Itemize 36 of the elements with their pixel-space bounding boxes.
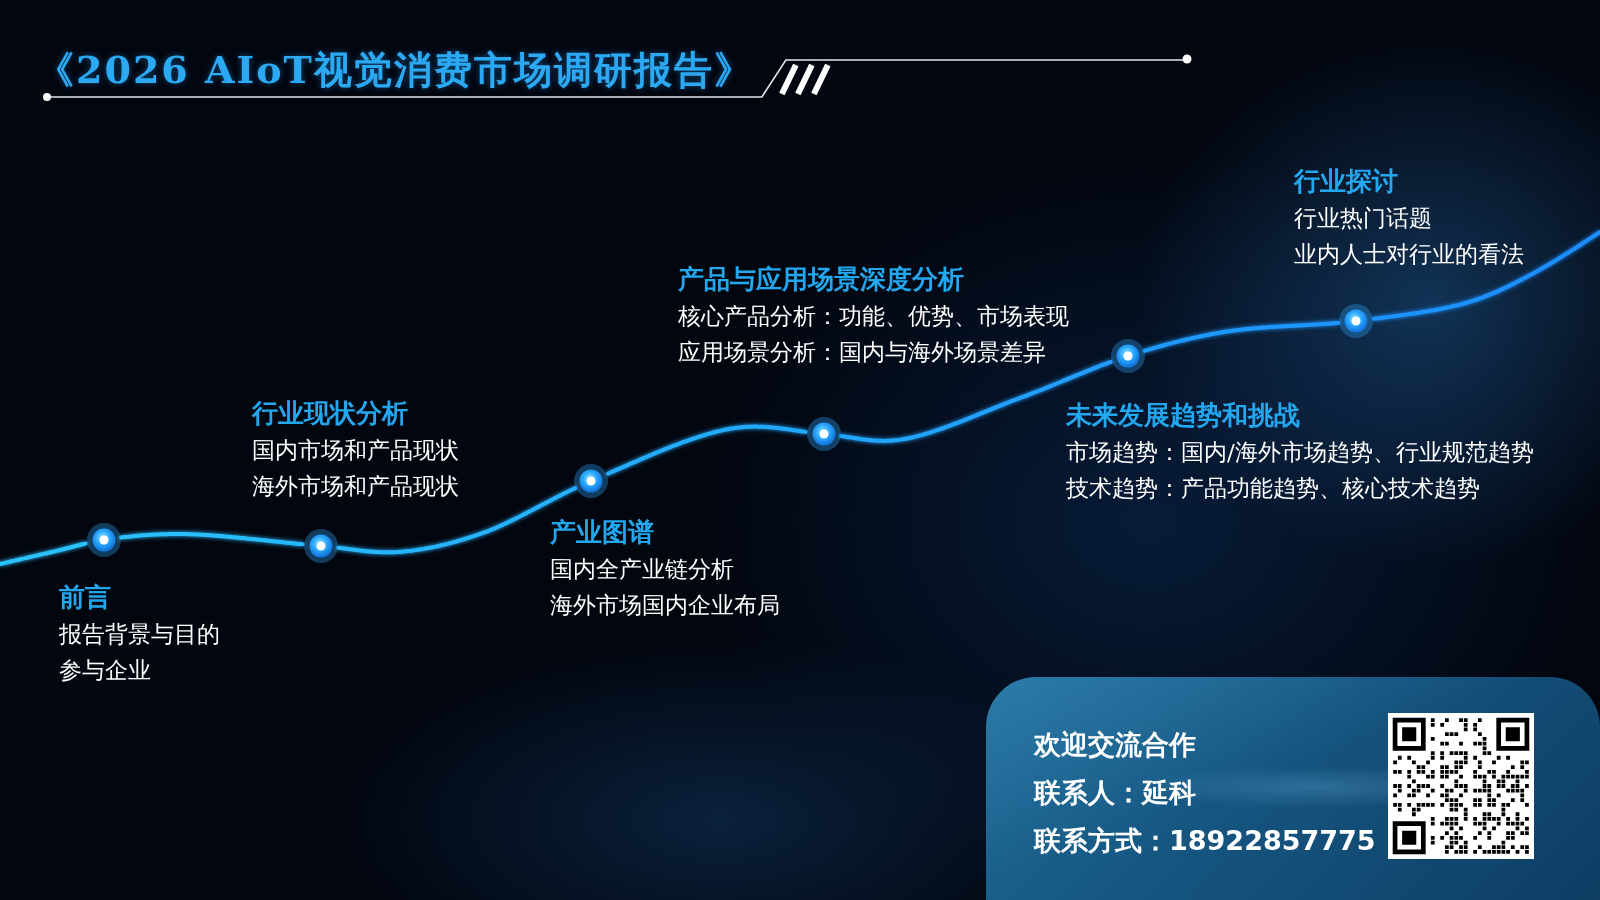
contact-text: 联系方式：18922857775 [1034, 825, 1376, 857]
section-item: 业内人士对行业的看法 [1294, 240, 1524, 269]
section-heading: 行业现状分析 [252, 397, 408, 429]
section-item: 报告背景与目的 [59, 620, 220, 649]
timeline-dot [807, 417, 841, 451]
timeline-line [1371, 230, 1600, 321]
section-item: 行业热门话题 [1294, 204, 1432, 233]
section-item: 参与企业 [59, 656, 151, 685]
section-item: 国内市场和产品现状 [252, 436, 459, 465]
timeline-line [606, 424, 808, 476]
contact-panel [986, 677, 1600, 900]
contact-text: 联系人：延科 [1034, 777, 1196, 809]
timeline-line [1142, 320, 1341, 353]
section-item: 海外市场国内企业布局 [550, 591, 780, 620]
section-item: 市场趋势：国内/海外市场趋势、行业规范趋势 [1066, 438, 1534, 467]
section-heading: 产业图谱 [550, 516, 654, 548]
contact-text: 欢迎交流合作 [1034, 729, 1196, 761]
section-item: 核心产品分析：功能、优势、市场表现 [678, 302, 1069, 331]
timeline-dot [574, 464, 608, 498]
section-item: 海外市场和产品现状 [252, 472, 459, 501]
section-heading: 产品与应用场景深度分析 [678, 263, 964, 295]
section-heading: 前言 [59, 581, 111, 613]
section-heading: 行业探讨 [1294, 165, 1398, 197]
timeline-line [336, 486, 578, 555]
section-heading: 未来发展趋势和挑战 [1066, 399, 1300, 431]
timeline-line [839, 359, 1113, 443]
section-item: 国内全产业链分析 [550, 555, 734, 584]
timeline-line [0, 541, 88, 566]
timeline-line [119, 532, 305, 547]
timeline-dot [1339, 304, 1373, 338]
page-title: 《2026 AIoT视觉消费市场调研报告》 [36, 50, 754, 90]
timeline-dot [87, 523, 121, 557]
timeline-dot [304, 529, 338, 563]
section-item: 应用场景分析：国内与海外场景差异 [678, 338, 1046, 367]
timeline-dot [1111, 339, 1145, 373]
section-item: 技术趋势：产品功能趋势、核心技术趋势 [1066, 474, 1480, 503]
